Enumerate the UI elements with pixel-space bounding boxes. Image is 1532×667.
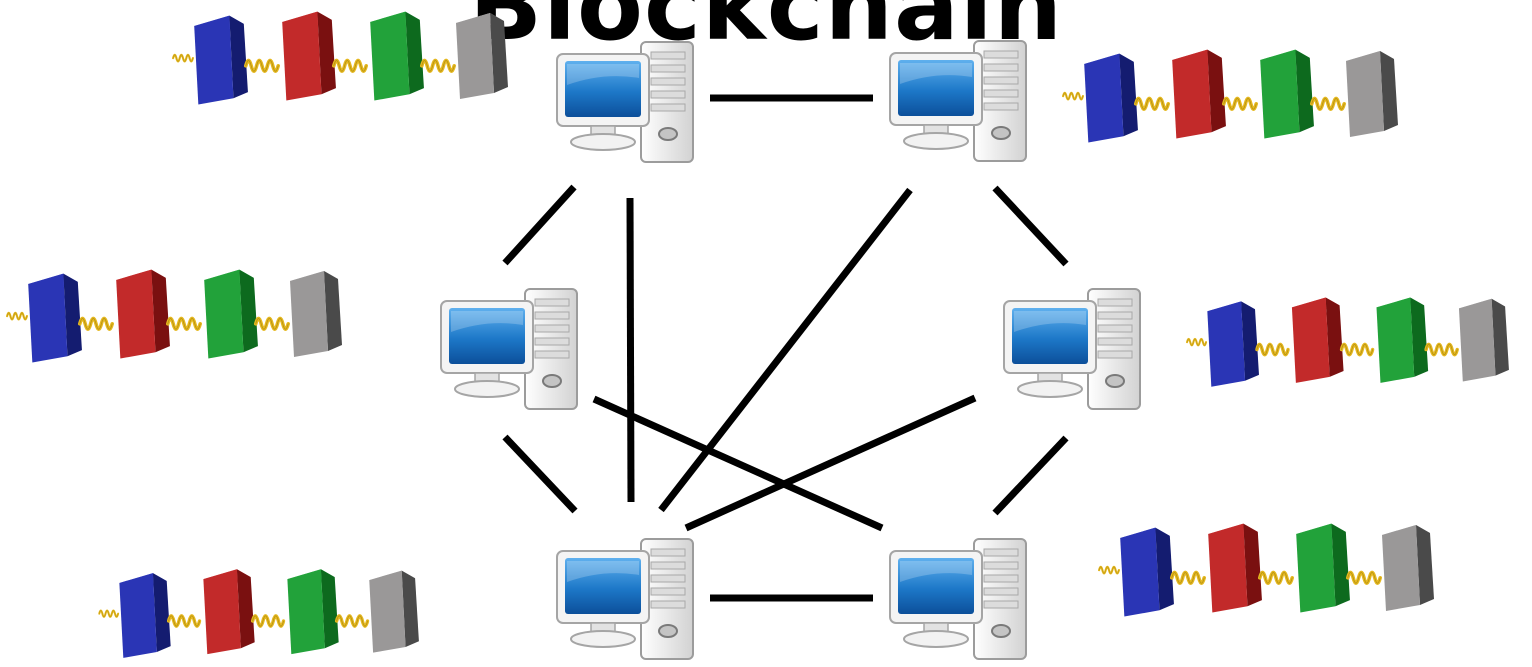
link-topright-bottomleft <box>658 187 913 513</box>
desktop-computer-icon <box>889 40 1027 162</box>
link-topleft-bottomleft <box>626 197 635 503</box>
desktop-computer-icon <box>1003 288 1141 410</box>
link-midright-bottomleft <box>684 394 977 532</box>
desktop-computer-icon <box>889 538 1027 660</box>
desktop-computer-icon <box>556 538 694 660</box>
network-nodes <box>440 40 1141 660</box>
link-topleft-midleft <box>502 184 577 266</box>
block-chain-icon <box>99 569 419 658</box>
link-midleft-bottomleft <box>502 434 578 514</box>
block-chain-icon <box>1187 297 1509 386</box>
link-midleft-bottomright <box>592 395 884 532</box>
block-chain-icon <box>7 270 342 363</box>
desktop-computer-icon <box>440 288 578 410</box>
block-chain-icon <box>1099 524 1434 617</box>
ledger-chains <box>7 12 1509 658</box>
diagram-title: Blockchain <box>468 0 1064 62</box>
desktop-computer-icon <box>556 41 694 163</box>
link-midright-bottomright <box>992 435 1069 516</box>
network-links <box>502 94 1069 602</box>
block-chain-icon <box>173 12 508 105</box>
link-topright-midright <box>992 185 1069 267</box>
block-chain-icon <box>1063 50 1398 143</box>
